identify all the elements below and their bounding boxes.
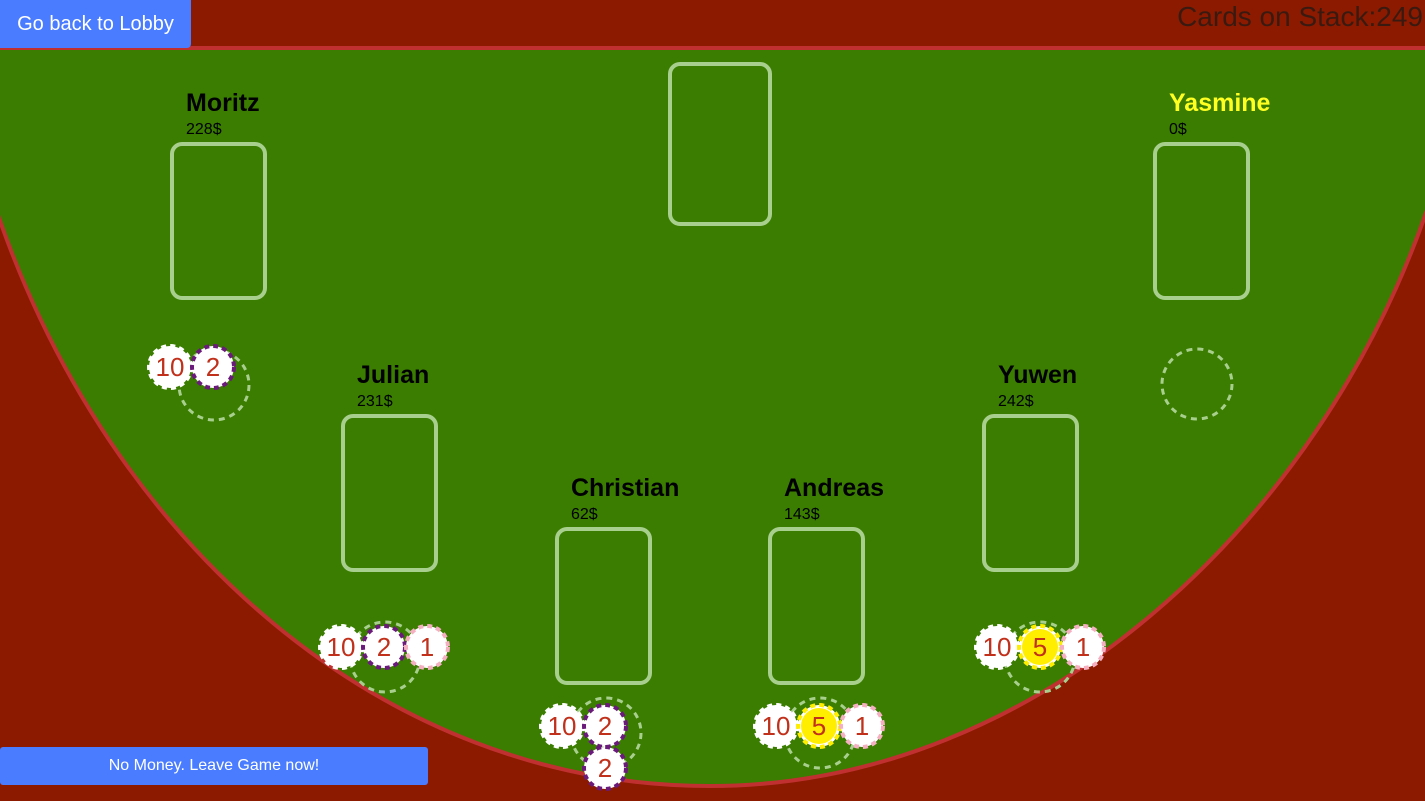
cards-on-stack-counter: Cards on Stack:249	[1177, 1, 1423, 32]
poker-chip[interactable]: 10	[753, 703, 799, 749]
player-name: Moritz	[186, 89, 260, 117]
player-seat-andreas: Andreas 143$	[768, 474, 884, 690]
player-card-slot[interactable]	[341, 414, 438, 572]
poker-chip[interactable]: 10	[147, 344, 193, 390]
chip-value-label: 2	[377, 632, 391, 662]
chip-value-label: 2	[598, 711, 612, 741]
bet-area-ring	[177, 348, 251, 422]
poker-chip[interactable]: 2	[582, 745, 628, 791]
poker-chip[interactable]: 1	[839, 703, 885, 749]
center-card-pile[interactable]	[668, 62, 772, 226]
chip-value-label: 1	[420, 632, 434, 662]
poker-chip[interactable]: 2	[190, 344, 236, 390]
player-card-slot[interactable]	[170, 142, 267, 300]
player-card-slot[interactable]	[982, 414, 1079, 572]
chip-value-label: 10	[983, 632, 1012, 662]
player-name: Christian	[571, 474, 680, 502]
player-money: 0$	[1169, 121, 1187, 138]
table-felt	[0, 46, 1425, 789]
player-name: Julian	[357, 361, 430, 389]
player-name: Yuwen	[998, 361, 1078, 389]
player-card-slot[interactable]	[768, 527, 865, 685]
leave-game-button[interactable]: No Money. Leave Game now!	[0, 747, 428, 785]
player-seat-yasmine: Yasmine 0$	[1153, 89, 1270, 305]
bet-area-ring	[569, 696, 643, 770]
poker-chip[interactable]: 1	[1060, 624, 1106, 670]
bet-area-ring	[1160, 347, 1234, 421]
player-money: 228$	[186, 121, 222, 138]
poker-chip[interactable]: 2	[361, 624, 407, 670]
chip-value-label: 10	[548, 711, 577, 741]
chip-value-label: 10	[156, 352, 185, 382]
chip-value-label: 2	[206, 352, 220, 382]
poker-chip[interactable]: 10	[539, 703, 585, 749]
chip-value-label: 1	[1076, 632, 1090, 662]
player-money: 242$	[998, 393, 1034, 410]
player-name: Andreas	[784, 474, 885, 502]
chip-value-label: 1	[855, 711, 869, 741]
chip-value-label: 5	[1033, 632, 1047, 662]
chip-value-label: 5	[812, 711, 826, 741]
player-name: Yasmine	[1169, 89, 1271, 117]
chip-value-label: 10	[762, 711, 791, 741]
player-card-slot[interactable]	[555, 527, 652, 685]
player-money: 62$	[571, 506, 598, 523]
player-seat-yuwen: Yuwen 242$	[982, 361, 1092, 577]
chip-value-label: 2	[598, 753, 612, 783]
player-seat-christian: Christian 62$	[555, 474, 679, 690]
go-back-to-lobby-button[interactable]: Go back to Lobby	[0, 0, 191, 48]
player-money: 231$	[357, 393, 393, 410]
poker-chip[interactable]: 10	[974, 624, 1020, 670]
poker-chip[interactable]: 1	[404, 624, 450, 670]
poker-chip[interactable]: 5	[1017, 624, 1063, 670]
player-card-slot[interactable]	[1153, 142, 1250, 300]
poker-chip[interactable]: 5	[796, 703, 842, 749]
player-money: 143$	[784, 506, 820, 523]
player-seat-julian: Julian 231$	[341, 361, 451, 577]
poker-chip[interactable]: 10	[318, 624, 364, 670]
poker-chip[interactable]: 2	[582, 703, 628, 749]
player-seat-moritz: Moritz 228$	[170, 89, 280, 305]
chip-value-label: 10	[327, 632, 356, 662]
